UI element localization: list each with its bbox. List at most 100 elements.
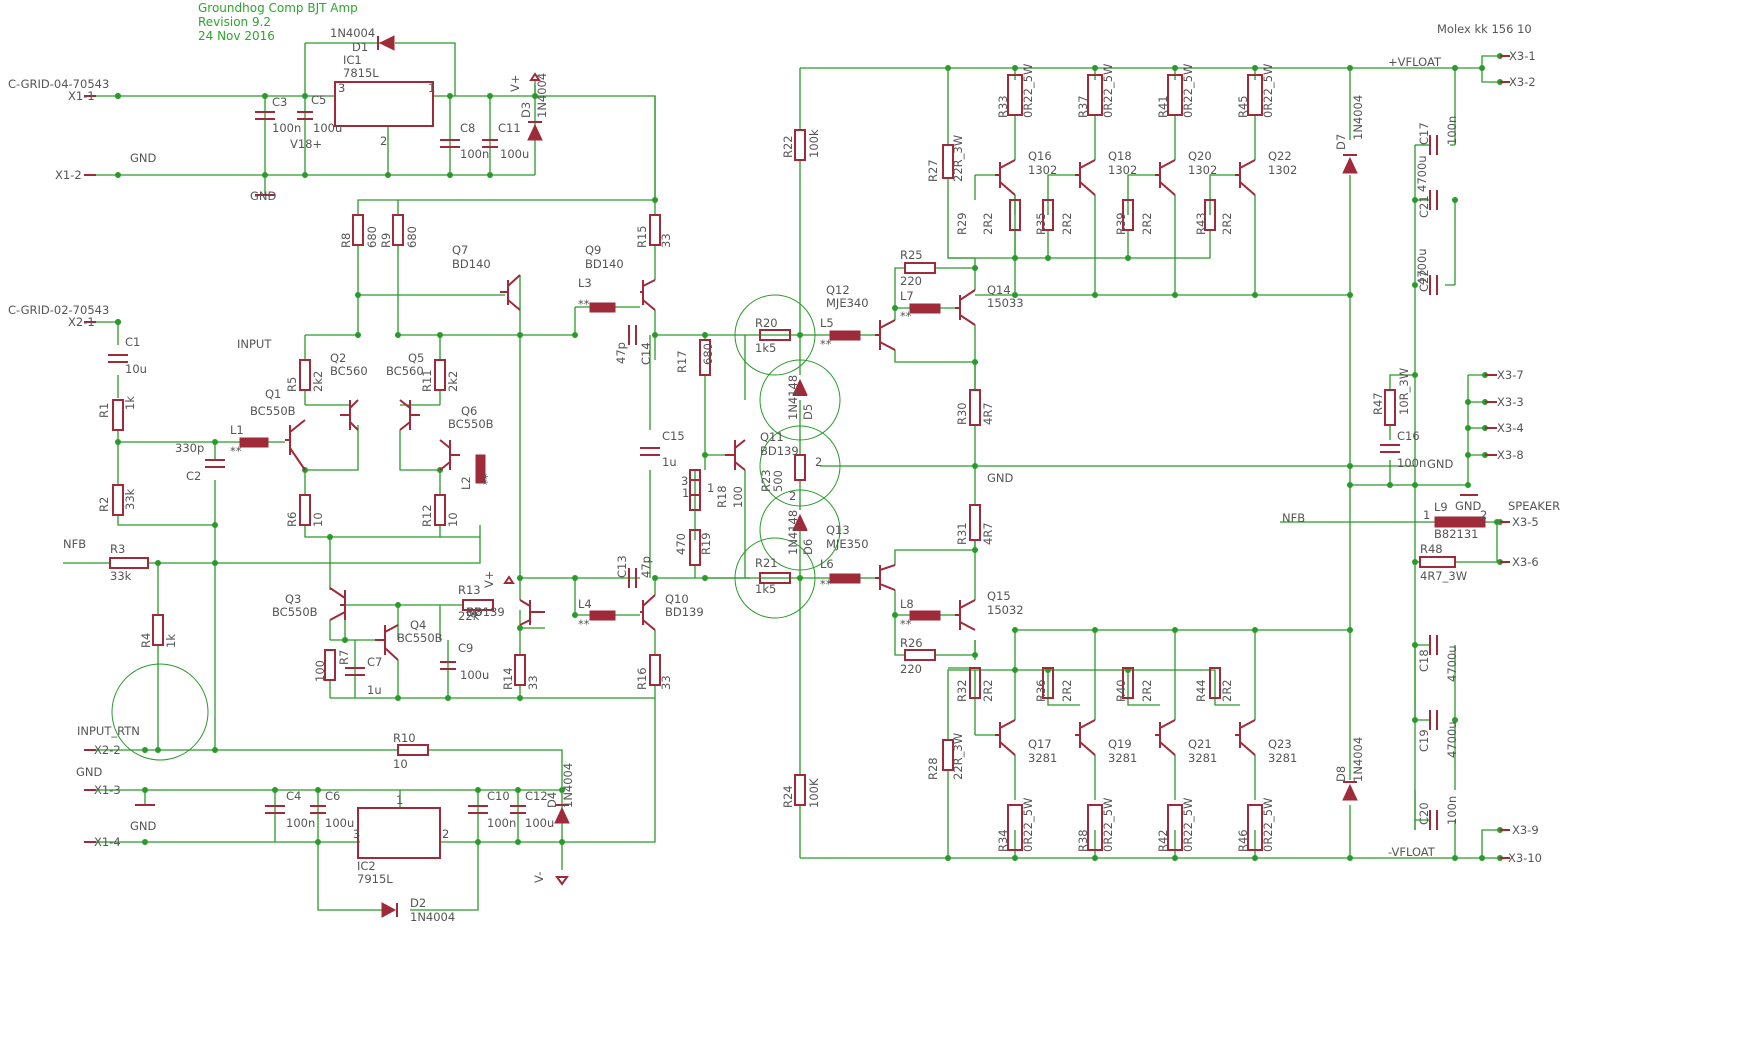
component-ref-q20: Q20	[1188, 149, 1212, 163]
component-value-q15: 15032	[987, 603, 1024, 617]
component-value-r4: 1k	[164, 634, 178, 648]
component-ref-l6: L6	[820, 557, 834, 571]
component-value-l4: **	[578, 617, 590, 631]
component-value-r38: 0R22_5W	[1101, 798, 1115, 852]
component-value-d7: 1N4004	[1351, 95, 1365, 140]
title-date: 24 Nov 2016	[198, 29, 275, 43]
component-ref-c22: C22	[1417, 269, 1431, 292]
component-value-c11: 100u	[500, 147, 529, 161]
pin-number: 1	[1423, 508, 1430, 522]
component-value-c20: 100n	[1445, 796, 1459, 825]
component-value-l8: **	[900, 617, 912, 631]
component-ref-r8: R8	[339, 233, 353, 248]
component-value-r42: 0R22_5W	[1181, 798, 1195, 852]
component-ref-r28: R28	[926, 757, 940, 780]
component-value-l7: **	[900, 309, 912, 323]
pin-number: 2	[789, 489, 796, 503]
component-ref-c20: C20	[1417, 802, 1431, 825]
pin-label: X1-3	[94, 783, 121, 797]
component-value-r28: 22R_3W	[951, 733, 965, 780]
component-value-r15: 33	[659, 233, 673, 248]
component-ref-q11: Q11	[760, 430, 784, 444]
component-ref-r27: R27	[926, 159, 940, 182]
component-ref-r39: R39	[1114, 212, 1128, 235]
component-value-c1: 10u	[125, 362, 147, 376]
component-ref-r11: R11	[420, 369, 434, 392]
component-ref-r29: R29	[955, 212, 969, 235]
component-value-c14: 47p	[614, 342, 628, 364]
component-ref-ic2: IC2	[357, 859, 376, 873]
component-ref-r42: R42	[1156, 829, 1170, 852]
component-ref-l1: L1	[230, 423, 244, 437]
component-value-d1: 1N4004	[330, 26, 375, 40]
component-ref-r3: R3	[110, 542, 125, 556]
component-ref-r45: R45	[1236, 95, 1250, 118]
component-ref-q4: Q4	[410, 618, 426, 632]
component-ref-q23: Q23	[1268, 737, 1292, 751]
pin-number: 2	[380, 134, 387, 148]
net-gnd-top: GND	[130, 151, 157, 165]
component-value-c15: 1u	[662, 455, 677, 469]
component-ref-r22: R22	[781, 135, 795, 158]
pin-label: X3-7	[1497, 368, 1524, 382]
component-value-c4: 100n	[286, 816, 315, 830]
component-ref-l7: L7	[900, 289, 914, 303]
component-value-d8: 1N4004	[1351, 737, 1365, 782]
component-value-r20: 1k5	[755, 341, 776, 355]
component-value-r45: 0R22_5W	[1261, 64, 1275, 118]
component-ref-r12: R12	[420, 504, 434, 527]
component-ref-r7: R7	[337, 650, 351, 665]
component-value-c18: 4700u	[1445, 645, 1459, 682]
junctions	[115, 53, 1503, 861]
component-ref-r21: R21	[755, 556, 778, 570]
gnd-sym-label-3: GND	[1455, 499, 1482, 513]
pin-number: 2	[442, 827, 449, 841]
net-gnd-bot: GND	[76, 765, 103, 779]
net-nfb-left: NFB	[63, 537, 86, 551]
component-ref-l4: L4	[578, 597, 592, 611]
component-ref-q21: Q21	[1188, 737, 1212, 751]
component-ref-l9: L9	[1434, 500, 1448, 514]
component-value-c21: 4700u	[1415, 155, 1429, 192]
component-ref-c21: C21	[1417, 195, 1431, 218]
pin-number: 1	[682, 486, 689, 500]
component-value-r33: 0R22_5W	[1021, 64, 1035, 118]
pin-label: X1-1	[68, 89, 95, 103]
net-grid04: C-GRID-04-70543	[8, 77, 109, 91]
component-ref-q19: Q19	[1108, 737, 1132, 751]
component-value-r24: 100K	[807, 778, 821, 808]
component-value-q16: 1302	[1028, 163, 1057, 177]
regulator-ic2	[357, 807, 441, 859]
net-vplus-a: V+	[508, 74, 522, 92]
net-input-rtn: INPUT_RTN	[77, 724, 140, 738]
component-ref-q5: Q5	[408, 351, 424, 365]
component-value-q21: 3281	[1188, 751, 1217, 765]
component-ref-c10: C10	[487, 789, 510, 803]
component-value-c17: 100n	[1445, 116, 1459, 145]
net-input: INPUT	[237, 337, 272, 351]
component-value-d4: 1N4004	[561, 763, 575, 808]
component-value-l9: B82131	[1434, 527, 1478, 541]
thermal-circles	[111, 294, 841, 761]
component-ref-r9: R9	[379, 233, 393, 248]
component-value-c6: 100u	[325, 816, 354, 830]
connector-pins	[84, 55, 1510, 859]
component-ref-r43: R43	[1194, 212, 1208, 235]
component-value-r25: 220	[900, 274, 922, 288]
component-value-r8: 680	[365, 226, 379, 248]
component-value-q12: MJE340	[826, 296, 869, 310]
component-value-q20: 1302	[1188, 163, 1217, 177]
component-value-q22: 1302	[1268, 163, 1297, 177]
component-ref-r46: R46	[1236, 829, 1250, 852]
component-value-r43: 2R2	[1220, 212, 1234, 235]
component-ref-l3: L3	[578, 276, 592, 290]
pin-label: X3-4	[1497, 421, 1524, 435]
component-value-r35: 2R2	[1060, 212, 1074, 235]
component-value-r48: 4R7_3W	[1420, 569, 1467, 583]
component-value-r47: 10R_3W	[1397, 368, 1411, 415]
pin-number: 1	[396, 793, 403, 807]
component-ref-r24: R24	[781, 785, 795, 808]
component-ref-r41: R41	[1156, 95, 1170, 118]
component-ref-q12: Q12	[826, 283, 850, 297]
